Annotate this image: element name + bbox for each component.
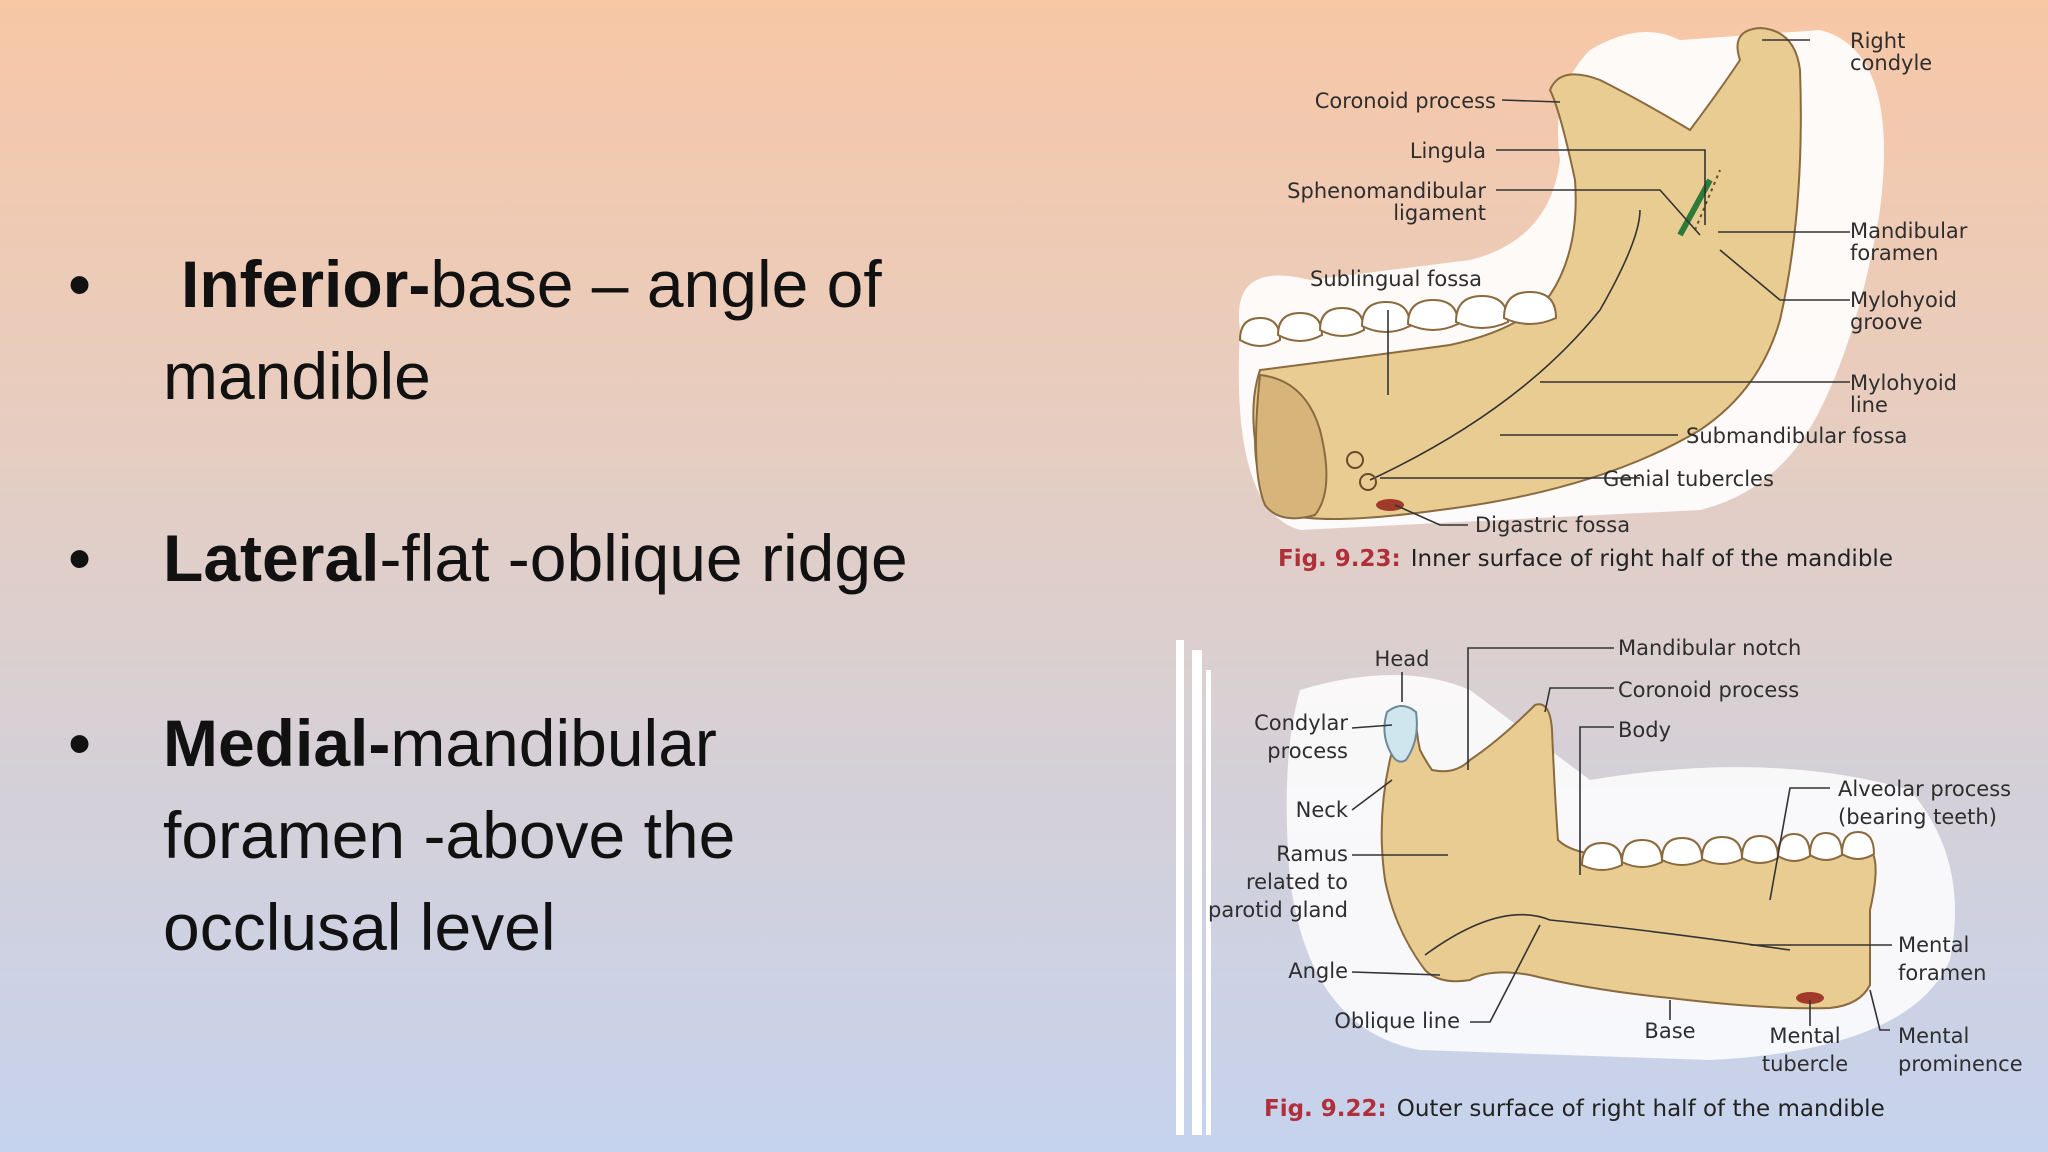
inner-surface-diagram: Coronoid process Lingula Sphenomandibula… bbox=[1238, 26, 1968, 572]
label-mandibular-notch: Mandibular notch bbox=[1618, 636, 1801, 660]
label-groove: groove bbox=[1850, 310, 1923, 334]
caption-inner: Fig. 9.23: Inner surface of right half of… bbox=[1278, 546, 1893, 572]
outer-teeth bbox=[1580, 830, 1876, 871]
label-body: Body bbox=[1618, 718, 1671, 742]
label-condylar: Condylar bbox=[1254, 711, 1348, 735]
label-mental-prominence-2: prominence bbox=[1898, 1052, 2023, 1076]
inner-cut-surface bbox=[1255, 373, 1328, 520]
label-ramus: Ramus bbox=[1276, 842, 1348, 866]
label-sphenomandibular: Sphenomandibular bbox=[1287, 179, 1486, 203]
label-bearing-teeth: (bearing teeth) bbox=[1838, 805, 1997, 829]
bullet-dot: • bbox=[68, 706, 92, 780]
outer-leader-lines bbox=[1351, 647, 1892, 1031]
inner-teeth bbox=[1238, 290, 1558, 347]
label-mental-foramen-2: foramen bbox=[1898, 961, 1986, 985]
label-right: Right bbox=[1850, 29, 1905, 53]
genial-tubercle-marker bbox=[1359, 473, 1377, 491]
label-genial-tubercles: Genial tubercles bbox=[1603, 467, 1774, 491]
label-related-to: related to bbox=[1246, 870, 1348, 894]
label-coronoid-process: Coronoid process bbox=[1315, 89, 1496, 113]
label-sublingual-fossa: Sublingual fossa bbox=[1310, 267, 1482, 291]
outer-white-strips bbox=[1176, 640, 1211, 1135]
label-lingula: Lingula bbox=[1410, 139, 1486, 163]
label-process: process bbox=[1267, 739, 1348, 763]
outer-oblique-ridge bbox=[1424, 913, 1791, 956]
caption-outer-number: Fig. 9.22: bbox=[1264, 1096, 1387, 1122]
label-mylohyoid-line: Mylohyoid bbox=[1850, 371, 1957, 395]
label-mandibular: Mandibular bbox=[1850, 219, 1968, 243]
genial-tubercle-marker bbox=[1346, 451, 1364, 469]
caption-inner-text: Inner surface of right half of the mandi… bbox=[1411, 546, 1893, 572]
label-neck: Neck bbox=[1296, 798, 1349, 822]
mental-prominence-marker bbox=[1796, 992, 1824, 1004]
bullet-text: mandibular foramen -above the occlusal l… bbox=[163, 706, 736, 964]
condyle-head bbox=[1383, 705, 1418, 763]
label-submandibular-fossa: Submandibular fossa bbox=[1686, 424, 1907, 448]
label-line: line bbox=[1850, 393, 1888, 417]
caption-outer: Fig. 9.22: Outer surface of right half of… bbox=[1264, 1096, 1885, 1122]
label-mental-foramen-1: Mental bbox=[1898, 933, 1969, 957]
label-mental-tubercle-1: Mental bbox=[1769, 1024, 1840, 1048]
bullet-term: Lateral bbox=[163, 521, 380, 595]
label-alveolar-process: Alveolar process bbox=[1838, 777, 2011, 801]
bullet-text: base – angle of mandible bbox=[163, 247, 882, 413]
label-ligament: ligament bbox=[1393, 201, 1486, 225]
outer-surface-diagram: Head Mandibular notch Coronoid process B… bbox=[1176, 636, 2023, 1135]
figure-outer-surface: Head Mandibular notch Coronoid process B… bbox=[1170, 630, 2040, 1145]
digastric-fossa-marker bbox=[1376, 499, 1404, 511]
caption-outer-text: Outer surface of right half of the mandi… bbox=[1397, 1096, 1885, 1122]
label-oblique-line: Oblique line bbox=[1334, 1009, 1460, 1033]
label-condyle: condyle bbox=[1850, 51, 1932, 75]
label-coronoid-process: Coronoid process bbox=[1618, 678, 1799, 702]
caption-inner-number: Fig. 9.23: bbox=[1278, 546, 1401, 572]
label-parotid-gland: parotid gland bbox=[1208, 898, 1348, 922]
label-mental-tubercle-2: tubercle bbox=[1762, 1052, 1848, 1076]
label-angle: Angle bbox=[1288, 959, 1348, 983]
label-mental-prominence-1: Mental bbox=[1898, 1024, 1969, 1048]
label-digastric-fossa: Digastric fossa bbox=[1475, 513, 1630, 537]
label-foramen: foramen bbox=[1850, 241, 1938, 265]
figure-inner-surface: Coronoid process Lingula Sphenomandibula… bbox=[1220, 10, 2040, 580]
bullet-term: Medial- bbox=[163, 706, 391, 780]
bullet-dot: • bbox=[68, 247, 92, 321]
label-head: Head bbox=[1375, 647, 1430, 671]
bullet-term: Inferior- bbox=[181, 247, 431, 321]
bullet-text: -flat -oblique ridge bbox=[379, 521, 908, 595]
label-mylohyoid-groove: Mylohyoid bbox=[1850, 288, 1957, 312]
inner-leader-lines bbox=[1380, 39, 1850, 526]
inner-mylohyoid-ridge bbox=[1369, 209, 1641, 481]
label-base: Base bbox=[1644, 1019, 1695, 1043]
bullet-dot: • bbox=[68, 521, 92, 595]
